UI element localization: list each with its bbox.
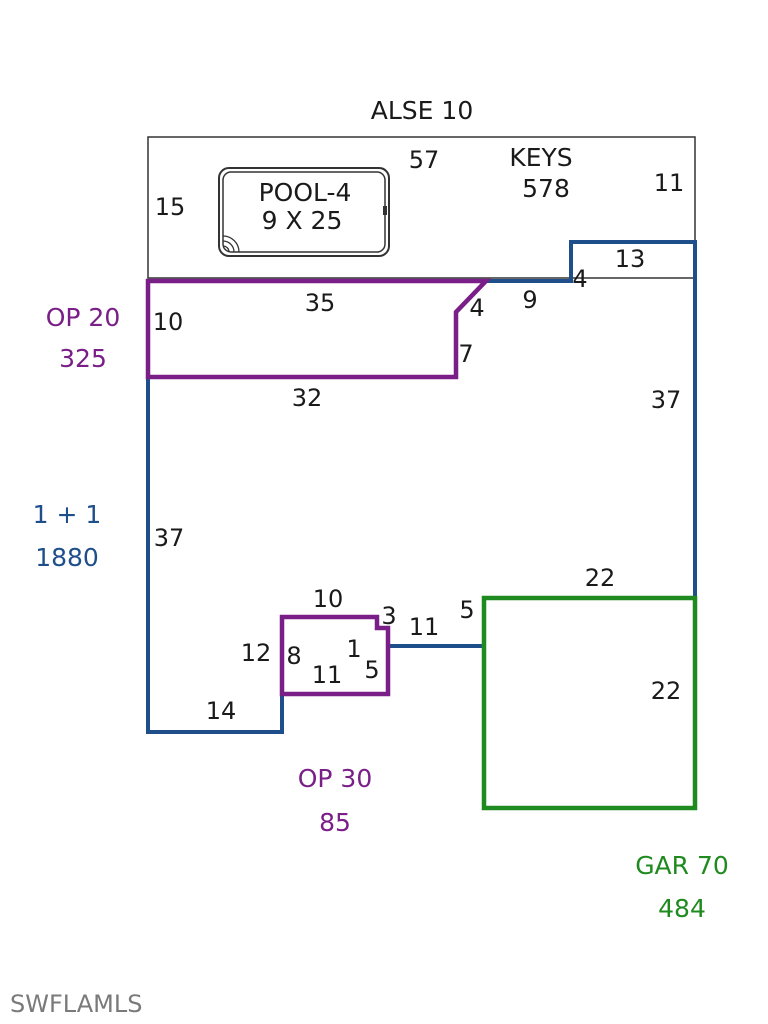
- dim-15: 15: [155, 193, 186, 221]
- pool-size: 9 X 25: [262, 206, 343, 235]
- dim-10-op30: 10: [313, 585, 344, 613]
- garage-outline: [481, 595, 698, 811]
- dim-12: 12: [241, 639, 272, 667]
- watermark-text: SWFLAMLS: [10, 990, 142, 1018]
- dim-13: 13: [615, 245, 646, 273]
- dim-14: 14: [206, 697, 237, 725]
- dim-7: 7: [458, 340, 473, 368]
- dim-11-op30: 11: [312, 661, 343, 689]
- living-area-outline: [146, 240, 697, 734]
- dim-4-diag: 4: [469, 294, 484, 322]
- dim-5: 5: [459, 596, 474, 624]
- dim-22-right: 22: [651, 677, 682, 705]
- dim-9: 9: [522, 286, 537, 314]
- dim-1: 1: [346, 635, 361, 663]
- dim-11-top: 11: [654, 169, 685, 197]
- dim-4-step: 4: [572, 265, 587, 293]
- open-porch-20-outline: [145, 278, 492, 380]
- keys-name: KEYS: [509, 143, 572, 172]
- dim-8: 8: [286, 642, 301, 670]
- keys-value: 578: [522, 174, 570, 203]
- dim-32: 32: [292, 384, 323, 412]
- pool-name: POOL-4: [259, 178, 352, 207]
- dim-37-right: 37: [651, 386, 682, 414]
- garage-value: 484: [658, 894, 706, 923]
- dim-22-top: 22: [585, 564, 616, 592]
- pool-shape: [218, 167, 390, 257]
- garage-name: GAR 70: [635, 851, 729, 880]
- dim-37-left: 37: [154, 524, 185, 552]
- op20-name: OP 20: [46, 303, 121, 332]
- dim-11-mid: 11: [409, 613, 440, 641]
- alse-label: ALSE 10: [371, 96, 473, 125]
- keys-area-outline: [147, 136, 696, 279]
- dim-3: 3: [381, 602, 396, 630]
- op30-name: OP 30: [298, 764, 373, 793]
- dim-57: 57: [409, 146, 440, 174]
- living-area-name: 1 + 1: [33, 500, 102, 529]
- living-area-value: 1880: [35, 543, 99, 572]
- op20-value: 325: [59, 344, 107, 373]
- op30-value: 85: [319, 808, 351, 837]
- dim-5-op30: 5: [364, 656, 379, 684]
- open-porch-30-outline: [279, 614, 391, 697]
- dim-10-op20: 10: [153, 308, 184, 336]
- dim-35: 35: [305, 289, 336, 317]
